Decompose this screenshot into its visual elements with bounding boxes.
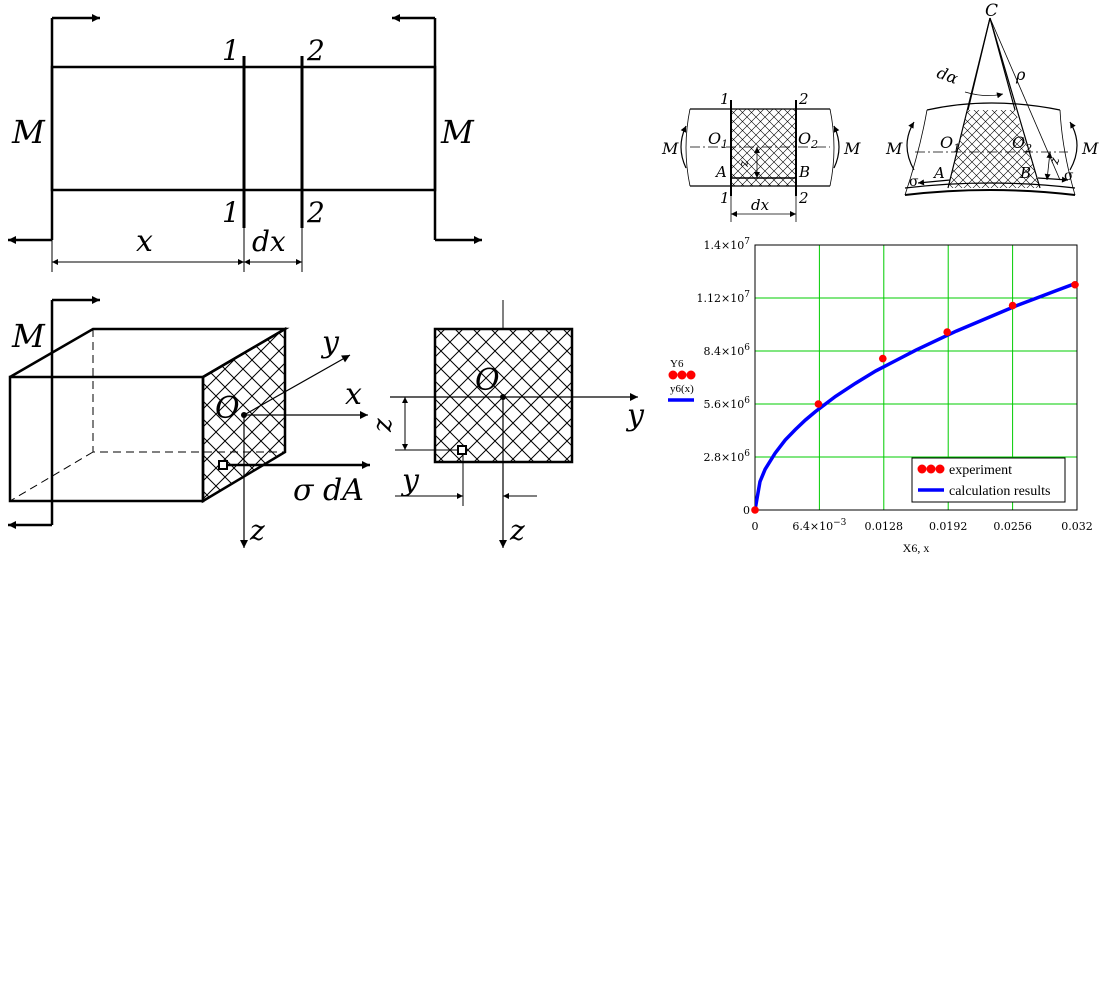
- section-axis-z-label: z: [509, 514, 525, 547]
- moment-label-right: M: [440, 113, 475, 151]
- elem-sec2-top: 2: [798, 90, 809, 108]
- elem-dim-z: z: [737, 160, 752, 168]
- section-origin-label: O: [475, 363, 500, 398]
- axis-y-line: [243, 354, 351, 416]
- chart-y-tick-label: 5.6×106: [704, 396, 751, 411]
- deformed-radius-label: ρ: [1015, 65, 1026, 84]
- block-axis-y-label: y: [320, 325, 340, 360]
- chart-x-tick-label: 6.4×10−3: [792, 518, 846, 533]
- section-1-bottom-label: 1: [222, 196, 240, 229]
- deformed-dim-z: z: [1047, 156, 1063, 166]
- chart-y-tick-label: 2.8×106: [704, 449, 751, 464]
- chart-x-tick-label: 0: [752, 520, 759, 533]
- chart-x-tick-label: 0.032: [1061, 520, 1093, 533]
- elem-moment-left: M: [661, 139, 679, 158]
- chart-x-axis-label: X6, x: [903, 541, 930, 555]
- deformed-o1-label: O1: [940, 133, 960, 155]
- elem-sec2-bot: 2: [798, 189, 809, 207]
- elem-sec1-top: 1: [720, 90, 730, 108]
- section-1-top-label: 1: [222, 34, 240, 67]
- section-axis-y-label: y: [625, 398, 645, 433]
- block-axis-x-label: x: [345, 377, 362, 412]
- elem-o2-label: O2: [798, 129, 818, 151]
- experiment-point: [751, 506, 759, 514]
- dimension-x-label: x: [136, 224, 153, 259]
- section-area-element: [457, 445, 467, 455]
- series-calculation-line: [755, 281, 1077, 510]
- series-experiment-points: [751, 280, 1079, 514]
- deformed-sigma-right: σ: [1064, 168, 1074, 184]
- legend-calculation-label: calculation results: [949, 484, 1050, 499]
- deformed-point-b: B: [1019, 164, 1031, 182]
- elem-sec1-bot: 1: [720, 189, 730, 207]
- elem-point-a: A: [714, 163, 727, 181]
- chart-x-tick-label: 0.0192: [929, 520, 968, 533]
- experiment-point: [814, 400, 823, 408]
- section-dim-z-label: z: [368, 418, 398, 433]
- element-undeformed-diagram: 1 2 1 2 M M O1 O2 A B z dx: [661, 90, 861, 222]
- deformed-o2-label: O2: [1012, 133, 1032, 155]
- elem-point-b: B: [798, 163, 810, 181]
- block-3d-diagram: M O x y z σ dA: [8, 296, 370, 548]
- deformed-sigma-left: σ: [909, 174, 919, 190]
- block-moment-label: M: [11, 317, 46, 355]
- chart-x-tick-label: 0.0128: [865, 520, 904, 533]
- chart-grid: [755, 245, 1077, 510]
- experiment-point: [878, 354, 887, 363]
- chart-y-tick-label: 1.12×107: [697, 290, 751, 305]
- chart-plot-frame: [754, 244, 1078, 511]
- area-element-dA: [218, 460, 228, 470]
- chart-y-tick-label: 8.4×106: [704, 343, 751, 358]
- elem-dim-dx: dx: [751, 196, 770, 214]
- beam-diagram: M M 1 2 1 2 x dx: [8, 14, 482, 272]
- legend-experiment-marker: [917, 464, 945, 474]
- dimension-dx-label: dx: [252, 225, 286, 258]
- experiment-point: [943, 328, 951, 336]
- section-2-top-label: 2: [306, 34, 325, 67]
- side-legend-label-1: Y6: [670, 358, 684, 370]
- chart-y-tick-label: 1.4×107: [704, 237, 751, 252]
- deformed-hatched: [948, 110, 1040, 188]
- experiment-point: [1071, 280, 1079, 289]
- legend-experiment-label: experiment: [949, 463, 1012, 478]
- section-dim-y-label: y: [400, 463, 420, 498]
- chart-y-tick-label: 0: [743, 504, 750, 517]
- side-legend-label-2: y6(x): [670, 383, 694, 395]
- chart-y-ticks: 0 2.8×106 5.6×106 8.4×106 1.12×107 1.4×107: [697, 237, 751, 517]
- moment-label-left: M: [11, 113, 46, 151]
- deformed-angle-label: dα: [934, 63, 960, 88]
- chart-x-ticks: 0 6.4×10−3 0.0128 0.0192 0.0256 0.032: [752, 518, 1093, 533]
- deformed-point-a: A: [932, 164, 945, 182]
- section-2-bottom-label: 2: [306, 196, 325, 229]
- chart: 0 2.8×106 5.6×106 8.4×106 1.12×107 1.4×107 0 6…: [668, 237, 1093, 555]
- element-hatched: [731, 109, 796, 186]
- elem-moment-right: M: [843, 139, 861, 158]
- chart-x-tick-label: 0.0256: [993, 520, 1032, 533]
- side-legend-dots: [668, 370, 696, 380]
- experiment-point: [1008, 301, 1017, 310]
- elem-o1-label: O1: [708, 129, 728, 151]
- deformed-center-c: C: [985, 1, 998, 21]
- deformed-moment-left: M: [885, 139, 903, 158]
- force-label: σ dA: [293, 473, 364, 508]
- cross-section-diagram: O y z z y: [368, 300, 645, 548]
- deformed-moment-right: M: [1081, 139, 1099, 158]
- element-deformed-diagram: C dα ρ M M O1 O2 A B z σ σ: [885, 1, 1099, 196]
- block-origin-label: O: [215, 391, 240, 426]
- block-axis-z-label: z: [249, 514, 265, 547]
